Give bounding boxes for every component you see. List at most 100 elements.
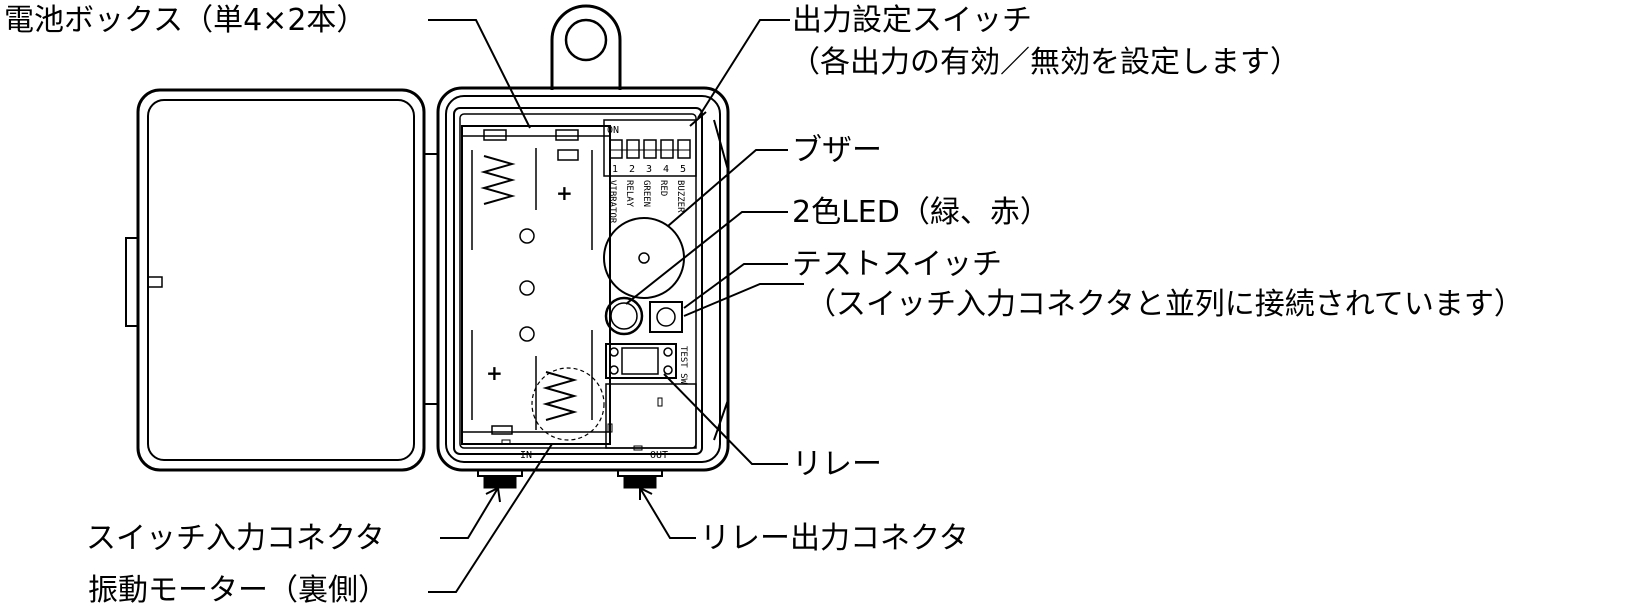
dip-number-5: 5 <box>680 164 686 175</box>
callout-test-switch-desc: （スイッチ入力コネクタと並列に接続されています） <box>806 287 1524 322</box>
relay-body <box>605 343 677 379</box>
relay-pin-2 <box>609 365 619 375</box>
battery-plus-bottom: + <box>486 361 503 385</box>
leader-buzzer <box>667 149 788 227</box>
connector-area <box>605 383 697 449</box>
lid-inner <box>147 99 415 461</box>
leader-vibration-motor <box>428 443 553 593</box>
hanging-tab <box>550 4 622 90</box>
dip-lever-1[interactable] <box>609 139 623 159</box>
leader-relay <box>663 373 788 465</box>
leader-output-switch <box>697 19 790 119</box>
body-inner <box>445 95 721 463</box>
connector-mark-1 <box>607 423 613 433</box>
dip-label-vibrator: VIBRATOR <box>607 180 617 224</box>
battery-contact-top-left <box>483 129 507 141</box>
relay-pin-1 <box>609 347 619 357</box>
dip-lever-4[interactable] <box>660 139 674 159</box>
hinge <box>423 153 439 405</box>
battery-hole-3 <box>519 326 535 342</box>
battery-terminal-plus-top <box>557 149 579 161</box>
relay-inner <box>621 347 659 375</box>
dip-lever-2[interactable] <box>626 139 640 159</box>
lid-clasp <box>125 237 139 327</box>
dip-label-red: RED <box>658 180 668 196</box>
dip-number-3: 3 <box>646 164 652 175</box>
dip-switch-body <box>603 119 697 177</box>
relay <box>605 343 677 379</box>
test-switch-button[interactable] <box>656 307 676 327</box>
dip-on-label: ON <box>607 125 619 136</box>
dip-function-labels: VIBRATOR RELAY GREEN RED BUZZER <box>607 180 685 224</box>
battery-hole-2 <box>519 280 535 296</box>
callout-relay: リレー <box>792 447 882 482</box>
buzzer-hole <box>638 252 650 264</box>
dip-lever-3[interactable] <box>643 139 657 159</box>
relay-pin-4 <box>663 365 673 375</box>
board-frame <box>453 107 703 455</box>
dip-label-relay: RELAY <box>624 180 634 208</box>
dip-number-2: 2 <box>629 164 635 175</box>
callout-led: 2色LED（緑、赤） <box>792 195 1050 230</box>
body-outer <box>436 86 730 472</box>
callouts: 電池ボックス（単4×2本） 出力設定スイッチ （各出力の有効／無効を設定します）… <box>4 3 1524 608</box>
out-label: OUT <box>650 450 668 461</box>
in-label: IN <box>520 450 532 461</box>
buzzer <box>603 217 685 299</box>
test-sw-label: TEST SW <box>678 346 688 385</box>
dip-label-green: GREEN <box>641 180 651 207</box>
callout-buzzer: ブザー <box>792 133 882 168</box>
leader-relay-output-arrow <box>639 486 653 500</box>
leader-relay-output <box>639 487 696 539</box>
connector-mark-3 <box>633 445 643 451</box>
led-inner <box>610 302 638 330</box>
leader-test-switch <box>683 263 788 309</box>
leader-test-switch-paren <box>683 283 804 317</box>
switch-input-connector <box>477 469 523 489</box>
enclosure-lid <box>125 88 439 472</box>
battery-box-bottom-rail <box>461 431 611 445</box>
led-outer <box>604 296 644 336</box>
leader-switch-input <box>440 487 499 539</box>
connector-mark-2 <box>657 397 663 407</box>
vibration-motor-outline <box>531 367 605 441</box>
gland-right-top <box>617 469 663 477</box>
lid-outer <box>136 88 426 472</box>
leader-output-switch-2 <box>689 111 707 127</box>
callout-relay-output: リレー出力コネクタ <box>700 521 969 556</box>
gland-right <box>623 475 657 489</box>
dip-number-4: 4 <box>663 164 669 175</box>
dip-label-buzzer: BUZZER <box>675 180 685 213</box>
dip-switch: ON 1 2 3 4 5 <box>603 119 697 177</box>
callout-battery-box: 電池ボックス（単4×2本） <box>4 3 366 38</box>
battery-spring-bottom <box>542 371 578 421</box>
hanging-hole <box>564 18 608 62</box>
callout-vibration-motor: 振動モーター（裏側） <box>88 573 388 608</box>
dip-lever-5[interactable] <box>677 139 691 159</box>
battery-spring-top <box>480 155 516 205</box>
relay-pin-3 <box>663 347 673 357</box>
callout-output-switch-desc: （各出力の有効／無効を設定します） <box>790 45 1300 80</box>
gland-left <box>483 475 517 489</box>
callout-output-switch-title: 出力設定スイッチ <box>792 3 1032 38</box>
test-switch[interactable] <box>649 301 683 333</box>
callout-switch-input: スイッチ入力コネクタ <box>86 521 385 556</box>
battery-box: + + <box>461 125 611 445</box>
battery-hole-1 <box>519 228 535 244</box>
connector-mark-4 <box>501 439 511 445</box>
battery-terminal-plus-bottom <box>491 425 513 435</box>
leader-switch-input-arrow <box>485 486 501 503</box>
dip-number-1: 1 <box>612 164 618 175</box>
enclosure-body <box>436 4 730 472</box>
board-frame-inner <box>459 113 697 449</box>
leader-lines <box>428 19 804 593</box>
battery-contact-top-right <box>555 129 579 141</box>
relay-output-connector <box>617 469 663 489</box>
battery-plus-top: + <box>556 181 573 205</box>
leader-led <box>625 211 788 305</box>
lid-clasp-slot <box>147 276 163 288</box>
leader-battery-box <box>428 19 531 129</box>
gland-left-top <box>477 469 523 477</box>
side-rib <box>713 119 729 441</box>
